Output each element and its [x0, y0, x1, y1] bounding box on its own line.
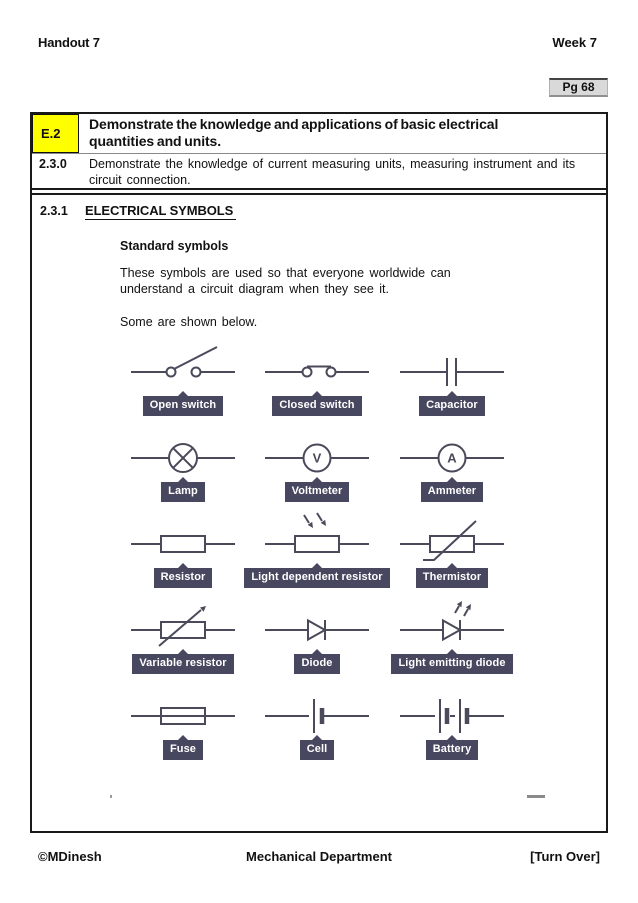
section-subheading: Standard symbols [120, 239, 229, 253]
light-dependent-resistor-icon [265, 512, 369, 553]
symbol-label-badge: Light emitting diode [391, 649, 513, 674]
section-intro-paragraph: These symbols are used so that everyone … [120, 266, 451, 296]
thermistor-icon [400, 520, 504, 561]
symbol-label-badge: Capacitor [419, 391, 485, 416]
light-emitting-diode-icon [400, 601, 504, 642]
symbol-label: Thermistor [422, 571, 482, 583]
table-row: E.2 Demonstrate the knowledge and applic… [32, 114, 606, 153]
symbol-label: Open switch [149, 399, 217, 411]
symbol-cell-variable-resistor: Variable resistor [116, 596, 250, 674]
symbol-label: Voltmeter [291, 485, 343, 497]
open-switch-icon [131, 346, 235, 378]
symbol-label: Lamp [168, 485, 198, 497]
footer-turn-over: [Turn Over] [530, 849, 600, 864]
diode-icon [265, 618, 369, 642]
symbol-label: Cell [306, 743, 328, 755]
symbol-label-badge: Light dependent resistor [244, 563, 390, 588]
content-box: 2.3.1 ELECTRICAL SYMBOLS Standard symbol… [30, 188, 608, 833]
symbol-label: Light dependent resistor [251, 571, 383, 583]
symbol-label-badge: Cell [299, 735, 335, 760]
symbol-label-badge: Thermistor [415, 563, 489, 588]
closed-switch-icon [265, 365, 369, 378]
symbol-cell-light-emitting-diode: Light emitting diode [384, 596, 520, 674]
scan-artifact-dash [527, 795, 545, 798]
symbols-grid: Open switch Closed switch [116, 338, 520, 760]
symbol-label: Battery [432, 743, 472, 755]
section-title: ELECTRICAL SYMBOLS [85, 203, 237, 220]
symbol-cell-closed-switch: Closed switch [250, 338, 384, 416]
ammeter-icon: A [400, 443, 504, 473]
section-number: 2.3.1 [40, 204, 68, 218]
symbol-label: Variable resistor [139, 657, 227, 669]
section-note: Some are shown below. [120, 315, 258, 329]
symbol-label: Closed switch [279, 399, 355, 411]
fuse-icon [131, 707, 235, 725]
header-week: Week 7 [552, 35, 597, 50]
symbol-label: Light emitting diode [398, 657, 506, 669]
resistor-icon [131, 535, 235, 553]
symbol-label: Resistor [160, 571, 206, 583]
symbol-label-badge: Resistor [153, 563, 213, 588]
symbol-cell-light-dependent-resistor: Light dependent resistor [244, 510, 390, 588]
symbol-label-badge: Battery [425, 735, 479, 760]
ammeter-letter: A [447, 451, 457, 466]
symbol-label: Ammeter [427, 485, 477, 497]
capacitor-icon [400, 358, 504, 386]
lamp-icon [131, 443, 235, 473]
symbol-label-badge: Closed switch [272, 391, 362, 416]
symbol-cell-thermistor: Thermistor [384, 510, 520, 588]
symbol-cell-diode: Diode [250, 596, 384, 674]
symbol-cell-fuse: Fuse [116, 682, 250, 760]
symbol-label-badge: Open switch [142, 391, 224, 416]
symbol-label: Diode [301, 657, 333, 669]
symbol-label-badge: Voltmeter [284, 477, 350, 502]
footer-department: Mechanical Department [246, 849, 392, 864]
symbol-label: Fuse [169, 743, 197, 755]
footer-author: ©MDinesh [38, 849, 102, 864]
symbol-label-badge: Ammeter [420, 477, 484, 502]
objective-code-e2: E.2 [32, 114, 79, 153]
table-row: 2.3.0 Demonstrate the knowledge of curre… [32, 153, 606, 193]
symbol-cell-capacitor: Capacitor [384, 338, 520, 416]
voltmeter-icon: V [265, 443, 369, 473]
symbol-label-badge: Lamp [161, 477, 205, 502]
header-doc-title: Handout 7 [38, 35, 100, 50]
objectives-table: E.2 Demonstrate the knowledge and applic… [30, 112, 608, 195]
symbol-cell-ammeter: A Ammeter [384, 424, 520, 502]
battery-icon [400, 699, 504, 733]
voltmeter-letter: V [313, 451, 322, 466]
cell-icon [265, 699, 369, 733]
symbol-label-badge: Diode [294, 649, 340, 674]
objective-text-e2: Demonstrate the knowledge and applicatio… [89, 116, 499, 149]
objective-code-230: 2.3.0 [39, 157, 67, 171]
symbol-label-badge: Variable resistor [132, 649, 234, 674]
symbol-label: Capacitor [426, 399, 478, 411]
symbol-cell-battery: Battery [384, 682, 520, 760]
objective-text-230: Demonstrate the knowledge of current mea… [89, 157, 576, 187]
symbol-cell-voltmeter: V Voltmeter [250, 424, 384, 502]
symbol-cell-resistor: Resistor [116, 510, 250, 588]
scan-artifact-dot [110, 795, 112, 798]
symbol-label-badge: Fuse [162, 735, 204, 760]
symbol-cell-lamp: Lamp [116, 424, 250, 502]
page-number-badge: Pg 68 [549, 78, 608, 97]
symbol-cell-cell: Cell [250, 682, 384, 760]
variable-resistor-icon [131, 606, 235, 647]
symbol-cell-open-switch: Open switch [116, 338, 250, 416]
